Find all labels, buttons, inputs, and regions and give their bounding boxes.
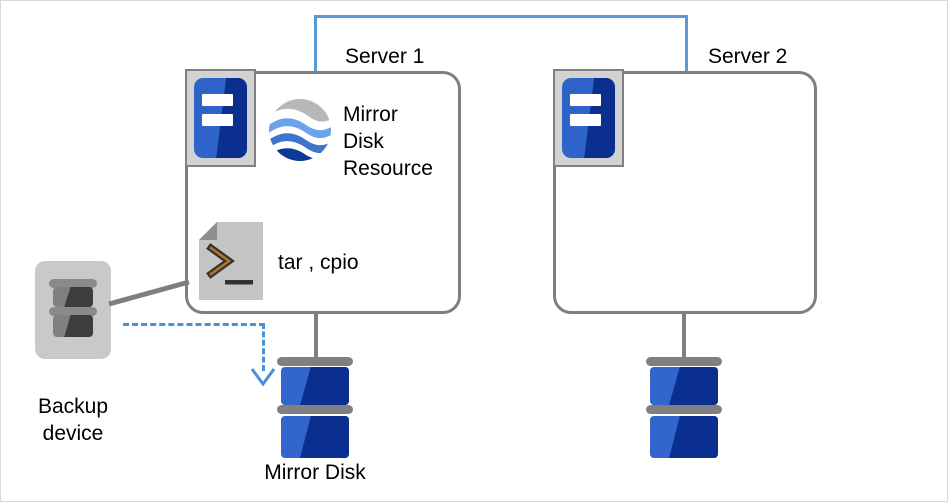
mirror-disk-resource-label: Mirror Disk Resource	[343, 103, 433, 180]
backup-device-icon	[35, 261, 111, 359]
mirror-disk-1-icon	[277, 357, 353, 461]
backup-restore-flow-arrowhead	[249, 365, 277, 389]
backup-restore-flow-horizontal	[123, 323, 265, 326]
server2-to-mirror-disk-wire	[682, 313, 686, 361]
server2-box[interactable]	[553, 71, 817, 314]
mirror-disk-2-icon	[646, 357, 722, 461]
interconnect-top-horizontal	[314, 15, 688, 18]
backup-restore-flow-vertical	[262, 323, 265, 371]
tar-cpio-label: tar , cpio	[278, 251, 359, 274]
backup-device-label: Backup device	[37, 395, 109, 445]
server2-label: Server 2	[708, 45, 788, 68]
script-file-icon	[199, 222, 263, 300]
backup-disk-stack-icon	[49, 279, 97, 341]
server-tower-icon	[185, 69, 256, 167]
interconnect-right-vertical	[685, 15, 688, 73]
globe-mirror-disk-resource-icon	[268, 98, 332, 162]
mirror-disk-1-label: Mirror Disk	[264, 461, 366, 484]
server1-to-mirror-disk-wire	[314, 313, 318, 361]
server1-label: Server 1	[345, 45, 425, 68]
interconnect-left-vertical	[314, 15, 317, 73]
server-tower-icon	[553, 69, 624, 167]
backup-device-to-server1-wire	[107, 277, 191, 307]
